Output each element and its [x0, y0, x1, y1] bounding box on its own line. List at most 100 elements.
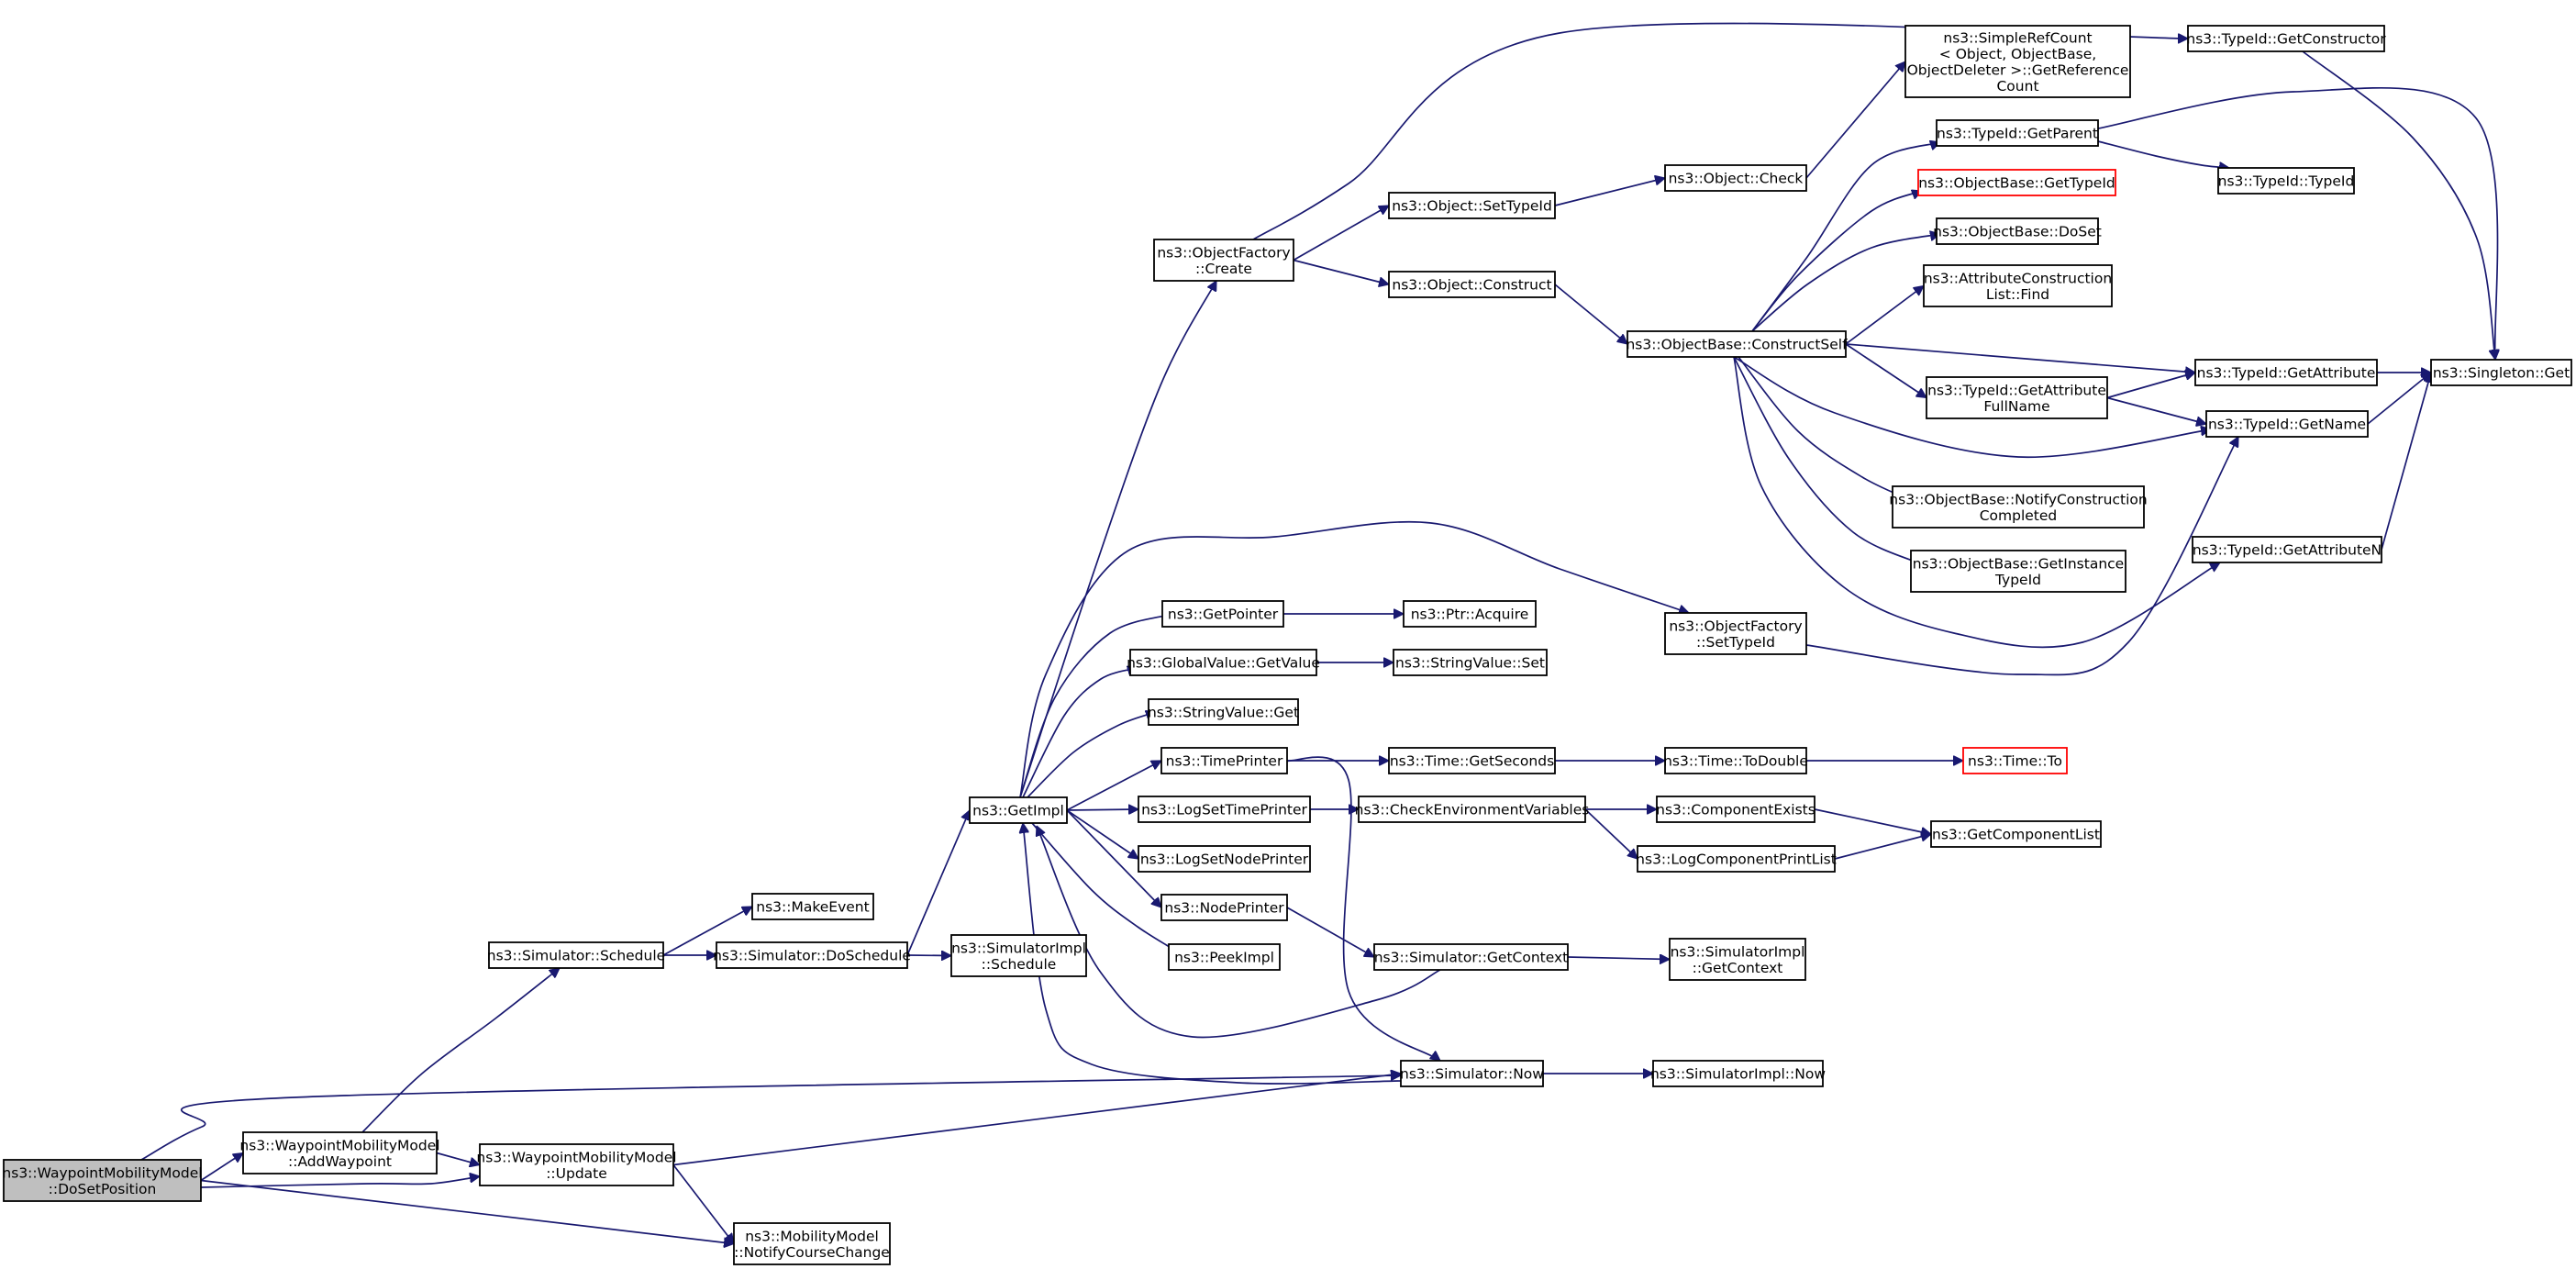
node-ns3-time-todouble[interactable]: ns3::Time::ToDouble: [1663, 747, 1808, 774]
node-box: [751, 893, 874, 920]
node-ns3-typeid-getconstructor[interactable]: ns3::TypeId::GetConstructor: [2186, 25, 2386, 52]
edge-line: [1733, 356, 2220, 649]
node-ns3-stringvalue-get[interactable]: ns3::StringValue::Get: [1148, 698, 1299, 726]
node-ns3-simulator-schedule[interactable]: ns3::Simulator::Schedule: [487, 941, 665, 969]
node-ns3-checkenvironmentvariables[interactable]: ns3::CheckEnvironmentVariables: [1355, 796, 1590, 823]
node-ns3-waypointmobilitymodel-dosetposition[interactable]: ns3::WaypointMobilityModel::DoSetPositio…: [2, 1159, 203, 1202]
node-ns3-objectbase-notifyconstruction-completed[interactable]: ns3::ObjectBase::NotifyConstructionCompl…: [1889, 485, 2148, 529]
node-ns3-logsettimeprinter[interactable]: ns3::LogSetTimePrinter: [1138, 796, 1311, 823]
node-ns3-simulator-getcontext[interactable]: ns3::Simulator::GetContext: [1373, 943, 1569, 971]
node-box: [1930, 820, 2102, 848]
node-ns3-simulatorimpl-now[interactable]: ns3::SimulatorImpl::Now: [1650, 1060, 1826, 1087]
edge-line: [1584, 808, 1638, 859]
edge-line: [2097, 140, 2229, 168]
edge-n29-to-n35: [2106, 396, 2206, 425]
node-ns3-getcomponentlist[interactable]: ns3::GetComponentList: [1930, 820, 2102, 848]
edge-line: [2367, 373, 2431, 425]
node-box: [479, 1143, 674, 1186]
node-box: [1129, 649, 1317, 676]
node-label-line: ns3::TypeId::TypeId: [2218, 173, 2355, 190]
node-label-line: ns3::LogSetNodePrinter: [1140, 852, 1309, 868]
node-ns3-typeid-getattributen[interactable]: ns3::TypeId::GetAttributeN: [2192, 536, 2382, 563]
node-ns3-waypointmobilitymodel-addwaypoint[interactable]: ns3::WaypointMobilityModel::AddWaypoint: [239, 1131, 440, 1174]
node-ns3-objectfactory-create[interactable]: ns3::ObjectFactory::Create: [1153, 239, 1294, 282]
edge-line: [2097, 86, 2498, 360]
node-ns3-objectbase-gettypeid[interactable]: ns3::ObjectBase::GetTypeId: [1917, 169, 2116, 196]
node-box: [1160, 894, 1288, 921]
node-ns3-objectbase-doset[interactable]: ns3::ObjectBase::DoSet: [1933, 217, 2102, 245]
edge-line: [906, 810, 970, 956]
node-label-line: ns3::WaypointMobilityModel: [239, 1137, 439, 1153]
node-ns3-object-construct[interactable]: ns3::Object::Construct: [1388, 271, 1556, 298]
node-ns3-makeevent[interactable]: ns3::MakeEvent: [751, 893, 874, 920]
edge-line: [1037, 826, 1441, 1039]
node-ns3-object-check[interactable]: ns3::Object::Check: [1664, 164, 1807, 192]
node-label-line: ns3::Object::Construct: [1392, 277, 1551, 294]
node-ns3-getimpl[interactable]: ns3::GetImpl: [969, 796, 1068, 824]
edge-n23-to-n26: [1751, 191, 1922, 332]
node-ns3-mobilitymodel-notifycoursechange[interactable]: ns3::MobilityModel::NotifyCourseChange: [733, 1222, 891, 1265]
edge-line: [2106, 396, 2206, 425]
edge-line: [1834, 834, 1931, 860]
node-ns3-logsetnodeprinter[interactable]: ns3::LogSetNodePrinter: [1138, 845, 1311, 873]
node-ns3-componentexists[interactable]: ns3::ComponentExists: [1656, 796, 1815, 823]
edge-line: [1293, 205, 1389, 262]
node-ns3-time-getseconds[interactable]: ns3::Time::GetSeconds: [1388, 747, 1556, 774]
node-box: [1652, 1060, 1824, 1087]
edge-line: [1027, 712, 1156, 798]
node-ns3-simulatorimpl-getcontext[interactable]: ns3::SimulatorImpl::GetContext: [1669, 938, 1806, 981]
node-ns3-time-to[interactable]: ns3::Time::To: [1962, 747, 2068, 774]
node-ns3-getpointer[interactable]: ns3::GetPointer: [1161, 600, 1284, 628]
edge-line: [662, 906, 752, 956]
edge-line: [1066, 809, 1138, 810]
edge-line: [1283, 756, 1440, 1061]
node-box: [1388, 192, 1556, 219]
node-label-line: ::GetContext: [1693, 960, 1783, 976]
node-label-line: ns3::GetComponentList: [1932, 827, 2100, 843]
node-label-line: ns3::ObjectBase::ConstructSelf: [1626, 337, 1848, 353]
node-label-line: ::Create: [1195, 261, 1252, 277]
edge-n9-to-n15: [1066, 809, 1138, 810]
node-ns3-simulatorimpl-schedule[interactable]: ns3::SimulatorImpl::Schedule: [950, 934, 1087, 977]
node-ns3-singleton-get[interactable]: ns3::Singleton::Get: [2430, 359, 2572, 386]
node-ns3-objectfactory-settypeid[interactable]: ns3::ObjectFactory::SetTypeId: [1664, 612, 1807, 655]
node-label-line: ns3::Singleton::Get: [2433, 365, 2570, 382]
node-ns3-peekimpl[interactable]: ns3::PeekImpl: [1168, 943, 1281, 971]
node-label-line: ns3::LogSetTimePrinter: [1141, 802, 1307, 818]
node-ns3-globalvalue-getvalue[interactable]: ns3::GlobalValue::GetValue: [1127, 649, 1320, 676]
node-ns3-timeprinter[interactable]: ns3::TimePrinter: [1160, 747, 1288, 774]
node-ns3-simulator-doschedule[interactable]: ns3::Simulator::DoSchedule: [713, 941, 911, 969]
node-ns3-typeid-getname[interactable]: ns3::TypeId::GetName: [2205, 410, 2369, 438]
edge-n1-to-n2: [200, 1152, 243, 1182]
node-label-line: ns3::SimulatorImpl: [1671, 943, 1805, 960]
edge-n9-to-n14: [1066, 760, 1161, 811]
node-label-line: ns3::Simulator::GetContext: [1374, 950, 1569, 966]
node-ns3-objectbase-constructself[interactable]: ns3::ObjectBase::ConstructSelf: [1626, 330, 1848, 358]
edge-n23-to-n31: [1733, 356, 1922, 564]
node-ns3-typeid-typeid[interactable]: ns3::TypeId::TypeId: [2217, 167, 2355, 195]
node-box: [1936, 217, 2099, 245]
node-label-line: ns3::WaypointMobilityModel: [2, 1164, 202, 1181]
edge-n44-to-n46: [1814, 808, 1931, 834]
node-ns3-ptr-acquire[interactable]: ns3::Ptr::Acquire: [1403, 600, 1537, 628]
edge-line: [1733, 356, 1922, 564]
node-ns3-simplerefcount-object-objectbase-objectdeleter-getreference-count[interactable]: ns3::SimpleRefCount< Object, ObjectBase,…: [1904, 25, 2131, 98]
node-ns3-typeid-getattribute[interactable]: ns3::TypeId::GetAttribute: [2194, 359, 2378, 386]
node-ns3-waypointmobilitymodel-update[interactable]: ns3::WaypointMobilityModel::Update: [476, 1143, 677, 1186]
node-label-line: ns3::StringValue::Get: [1148, 705, 1299, 721]
edge-n1-to-n49: [140, 1075, 1401, 1161]
node-box: [1168, 943, 1281, 971]
node-ns3-stringvalue-set[interactable]: ns3::StringValue::Set: [1393, 649, 1548, 676]
node-box: [2205, 410, 2369, 438]
node-ns3-nodeprinter[interactable]: ns3::NodePrinter: [1160, 894, 1288, 921]
node-ns3-typeid-getparent[interactable]: ns3::TypeId::GetParent: [1936, 119, 2099, 147]
node-ns3-object-settypeid[interactable]: ns3::Object::SetTypeId: [1388, 192, 1556, 219]
edge-n23-to-n29: [1845, 343, 1926, 399]
node-box: [1936, 119, 2099, 147]
node-ns3-logcomponentprintlist[interactable]: ns3::LogComponentPrintList: [1636, 845, 1837, 873]
node-label-line: ns3::SimulatorImpl::Now: [1650, 1066, 1826, 1083]
node-ns3-simulator-now[interactable]: ns3::Simulator::Now: [1400, 1060, 1544, 1087]
